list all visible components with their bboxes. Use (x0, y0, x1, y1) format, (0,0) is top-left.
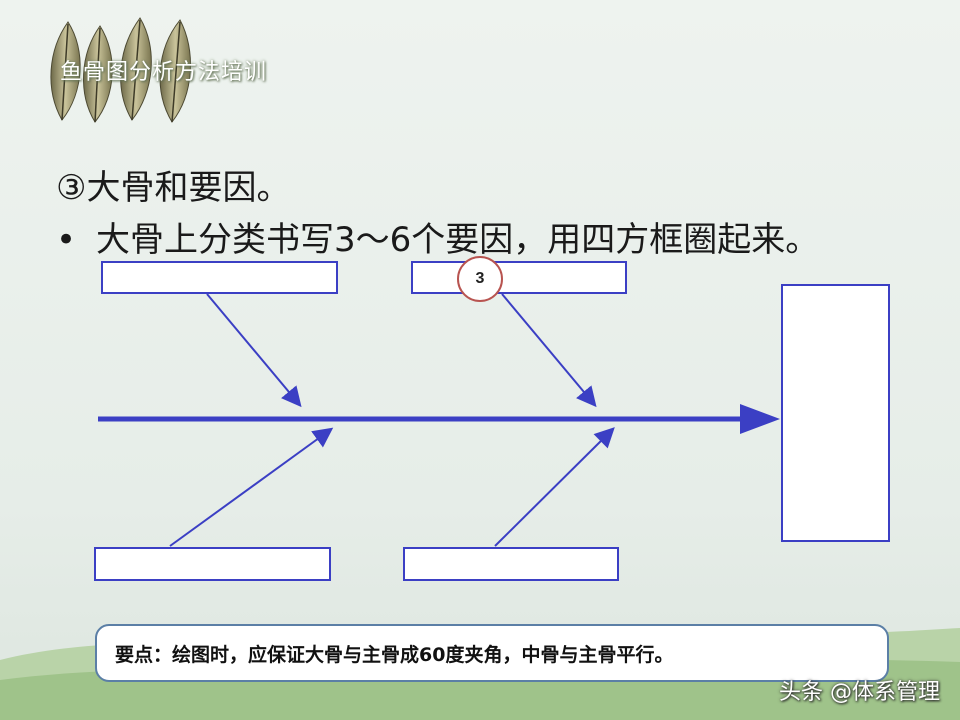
slide-title: 鱼骨图分析方法培训 (60, 60, 268, 85)
factor-box-upper-right (411, 261, 627, 294)
bullet-text: 大骨上分类书写3～6个要因，用四方框圈起来。 (96, 220, 820, 260)
big-bone-upper-right (501, 293, 597, 408)
key-point-note: 要点：绘图时，应保证大骨与主骨成60度夹角，中骨与主骨平行。 (95, 624, 889, 682)
bullet-icon: • (56, 220, 77, 260)
big-bone-lower-right (494, 427, 615, 547)
big-bone-lower-left (169, 427, 334, 547)
leaves-icon (50, 17, 191, 123)
factor-box-upper-left (101, 261, 338, 294)
problem-head-box (781, 284, 890, 542)
factor-box-lower-left (94, 547, 331, 581)
big-bone-upper-left (206, 293, 302, 408)
section-heading: ③大骨和要因。 (56, 168, 291, 208)
step-number-badge: 3 (457, 256, 503, 302)
factor-box-lower-right (403, 547, 619, 581)
bullet-item: • 大骨上分类书写3～6个要因，用四方框圈起来。 (56, 212, 819, 261)
watermark-text: 头条 @体系管理 (779, 680, 940, 705)
main-spine-arrowhead (740, 404, 780, 434)
